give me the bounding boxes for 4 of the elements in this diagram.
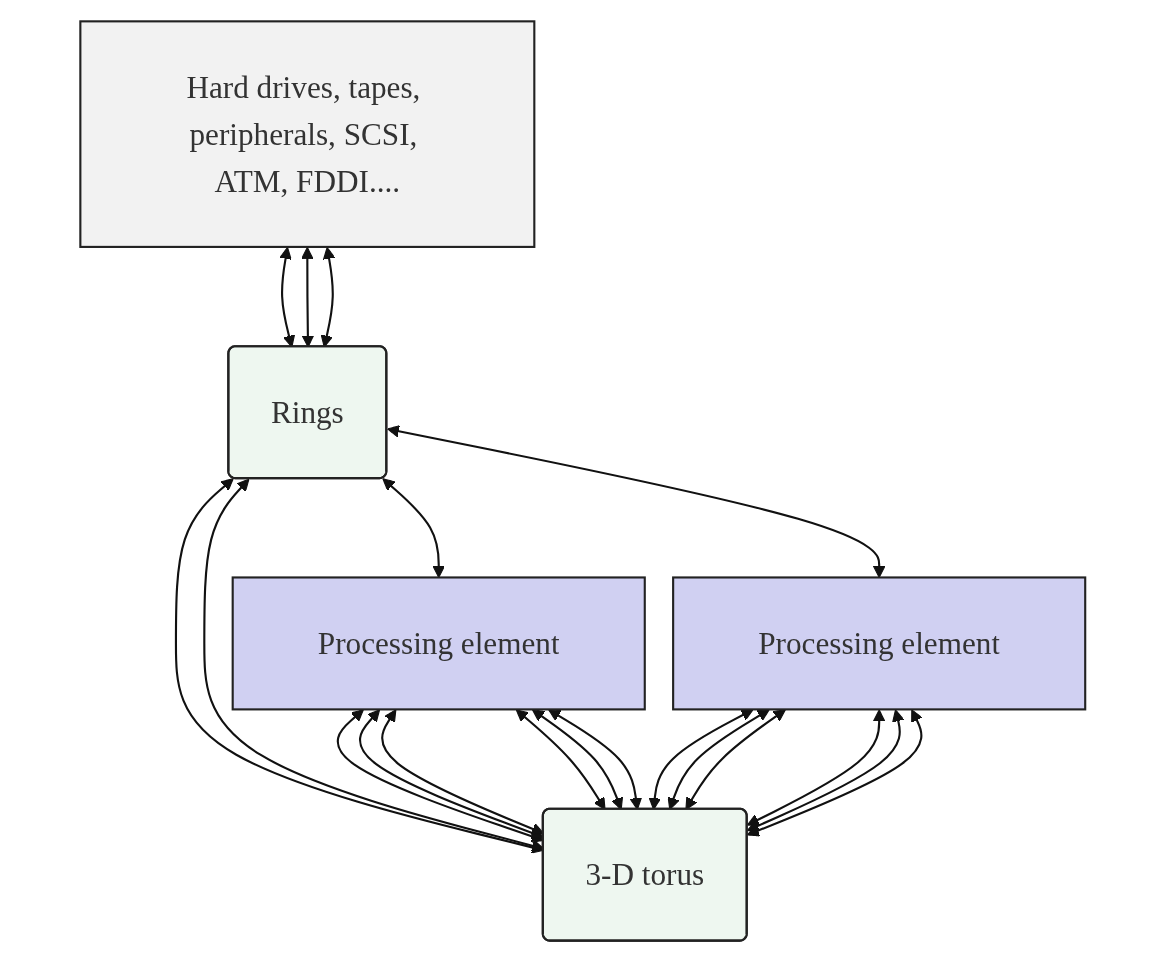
- arrow: [746, 709, 886, 826]
- node-box: Processing element: [671, 576, 1086, 711]
- node-box: Hard drives, tapes, peripherals, SCSI, ATM, FDDI....: [79, 20, 536, 248]
- node-box: Processing element: [231, 576, 646, 711]
